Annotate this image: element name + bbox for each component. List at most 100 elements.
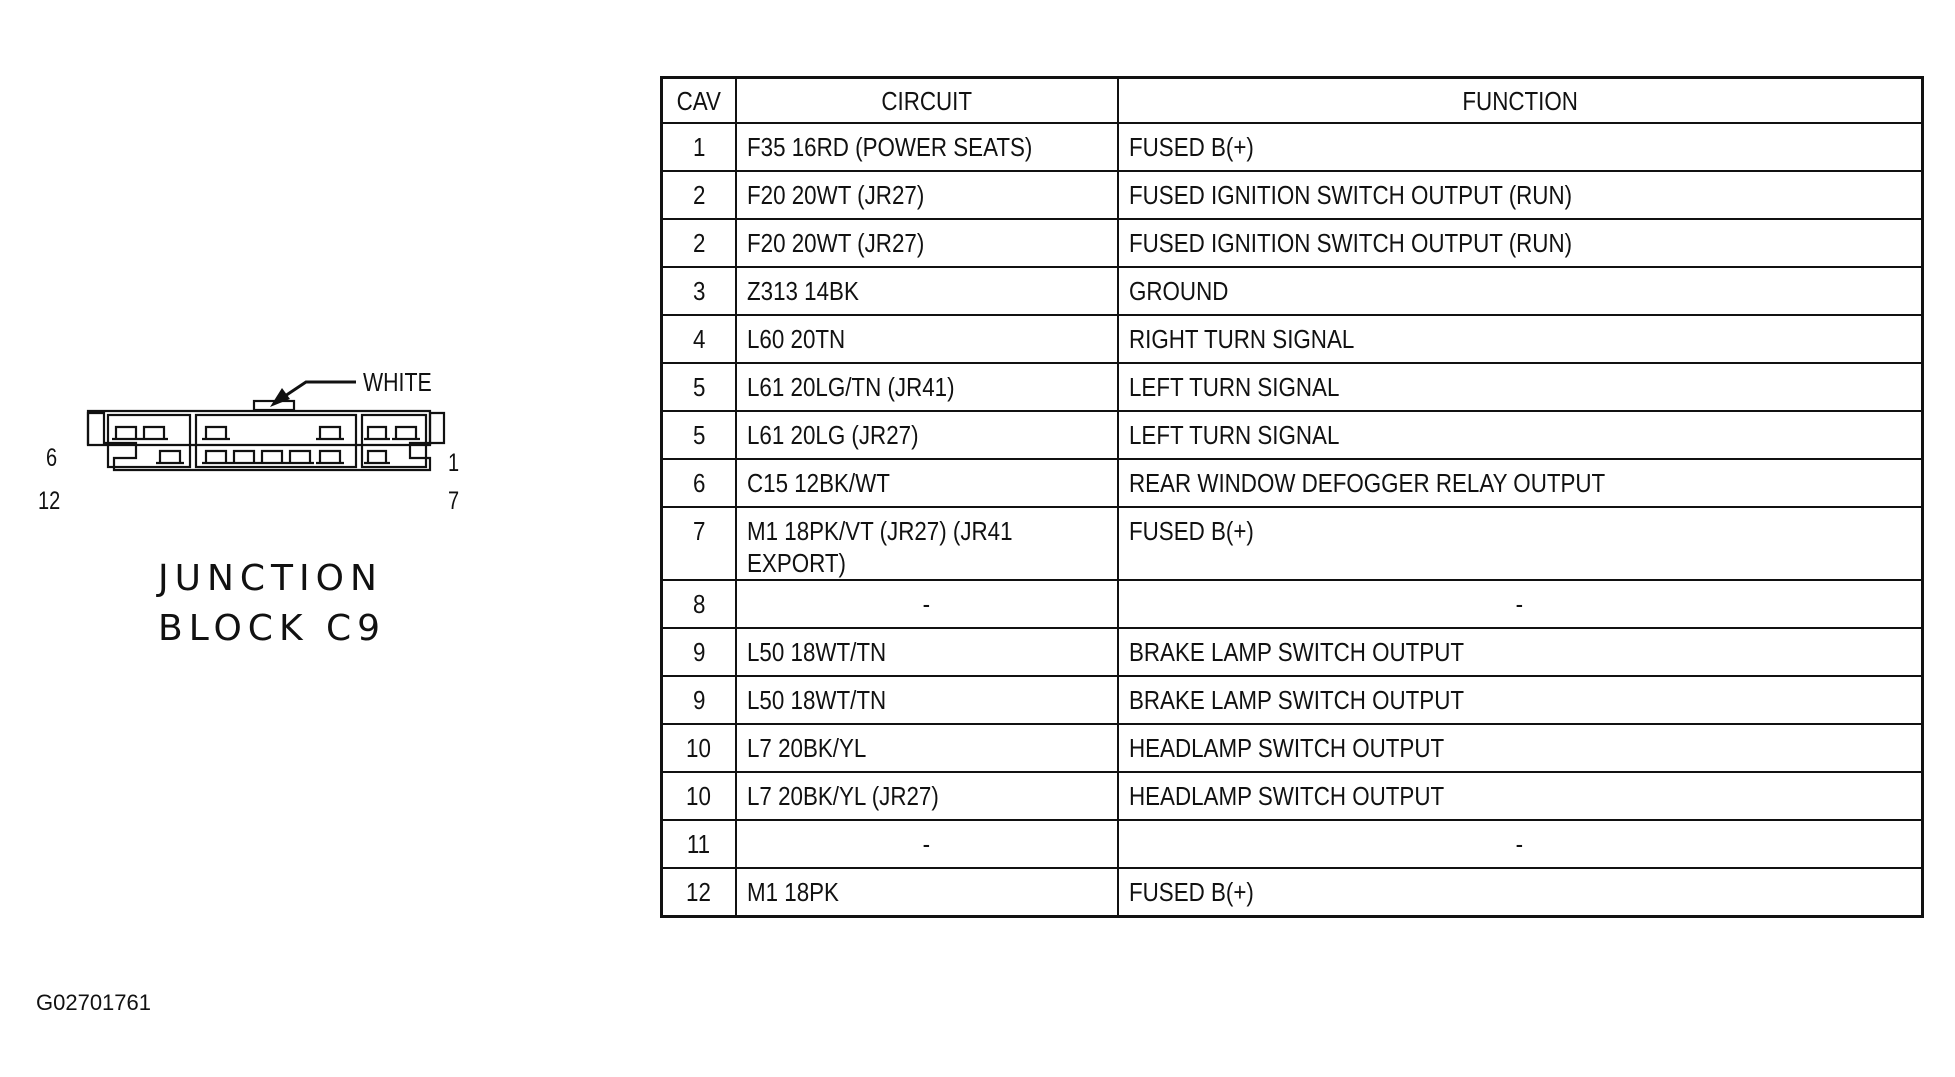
function-cell: FUSED IGNITION SWITCH OUTPUT (RUN) (1116, 170, 1924, 220)
connector-title-line-1: JUNCTION (158, 558, 383, 599)
table-row: 4 L60 20TN RIGHT TURN SIGNAL (660, 314, 1924, 364)
function-cell-text: RIGHT TURN SIGNAL (1128, 324, 1354, 354)
circuit-cell: L61 20LG (JR27) (734, 410, 1119, 460)
circuit-cell: Z313 14BK (734, 266, 1119, 316)
circuit-cell: L7 20BK/YL (JR27) (734, 771, 1119, 821)
cav-cell-text: 7 (692, 516, 705, 546)
cav-cell: 3 (660, 266, 737, 316)
cav-cell: 4 (660, 314, 737, 364)
cav-cell-text: 5 (692, 420, 705, 450)
circuit-cell: M1 18PK/VT (JR27) (JR41 EXPORT) (734, 506, 1119, 581)
table-row: 5 L61 20LG/TN (JR41) LEFT TURN SIGNAL (660, 362, 1924, 412)
function-cell: HEADLAMP SWITCH OUTPUT (1116, 723, 1924, 773)
function-cell: FUSED B(+) (1116, 122, 1924, 172)
table-row: 1 F35 16RD (POWER SEATS) FUSED B(+) (660, 122, 1924, 172)
circuit-cell-text: M1 18PK (746, 877, 839, 907)
table-row: 3 Z313 14BK GROUND (660, 266, 1924, 316)
cav-cell-text: 4 (692, 324, 705, 354)
header-cav-text: CAV (676, 85, 721, 116)
cav-cell-text: 1 (692, 132, 705, 162)
circuit-cell: L61 20LG/TN (JR41) (734, 362, 1119, 412)
bottom-row-terminals (156, 449, 390, 465)
circuit-cell-text: M1 18PK/VT (JR27) (JR41 EXPORT) (746, 516, 1013, 578)
connector-title: JUNCTION BLOCK C9 (158, 554, 386, 654)
circuit-cell: - (734, 579, 1119, 629)
circuit-cell: F20 20WT (JR27) (734, 218, 1119, 268)
function-cell-text: GROUND (1128, 276, 1228, 306)
function-cell-text: - (1516, 829, 1524, 859)
right-cell-group (360, 413, 428, 469)
circuit-cell: L50 18WT/TN (734, 675, 1119, 725)
function-cell: FUSED B(+) (1116, 867, 1924, 917)
cav-cell: 5 (660, 410, 737, 460)
top-row-terminals (112, 425, 420, 441)
circuit-cell: F20 20WT (JR27) (734, 170, 1119, 220)
cav-cell: 11 (660, 819, 737, 869)
function-cell-text: BRAKE LAMP SWITCH OUTPUT (1128, 685, 1464, 715)
circuit-cell-text: L61 20LG (JR27) (746, 420, 919, 450)
header-circuit-text: CIRCUIT (881, 85, 972, 116)
circuit-cell-text: F20 20WT (JR27) (746, 228, 924, 258)
circuit-cell: L60 20TN (734, 314, 1119, 364)
header-cav: CAV (660, 76, 737, 124)
table-row: 9 L50 18WT/TN BRAKE LAMP SWITCH OUTPUT (660, 675, 1924, 725)
function-cell-text: BRAKE LAMP SWITCH OUTPUT (1128, 637, 1464, 667)
function-cell-text: FUSED B(+) (1128, 132, 1254, 162)
table-row: 2 F20 20WT (JR27) FUSED IGNITION SWITCH OU… (660, 170, 1924, 220)
function-cell: HEADLAMP SWITCH OUTPUT (1116, 771, 1924, 821)
circuit-cell-text: L61 20LG/TN (JR41) (746, 372, 955, 402)
cav-cell-text: 2 (692, 180, 705, 210)
cav-cell: 9 (660, 627, 737, 677)
circuit-cell-text: L50 18WT/TN (746, 685, 886, 715)
cav-cell-text: 10 (686, 781, 712, 811)
function-cell: BRAKE LAMP SWITCH OUTPUT (1116, 675, 1924, 725)
pin-label-12: 12 (38, 487, 61, 515)
function-cell: LEFT TURN SIGNAL (1116, 362, 1924, 412)
cav-cell-text: 5 (692, 372, 705, 402)
circuit-cell-text: L7 20BK/YL (746, 733, 866, 763)
table-row: 11-- (660, 819, 1924, 869)
circuit-cell-text: L50 18WT/TN (746, 637, 886, 667)
function-cell: FUSED IGNITION SWITCH OUTPUT (RUN) (1116, 218, 1924, 268)
function-cell-text: FUSED B(+) (1128, 877, 1254, 907)
connector-face-diagram (86, 380, 446, 472)
header-function: FUNCTION (1116, 76, 1924, 124)
circuit-cell-text: F35 16RD (POWER SEATS) (746, 132, 1032, 162)
cav-cell: 2 (660, 218, 737, 268)
cav-cell-text: 9 (692, 637, 705, 667)
cav-cell: 2 (660, 170, 737, 220)
circuit-cell: M1 18PK (734, 867, 1119, 917)
function-cell-text: LEFT TURN SIGNAL (1128, 372, 1339, 402)
table-row: 2 F20 20WT (JR27) FUSED IGNITION SWITCH OU… (660, 218, 1924, 268)
function-cell: - (1116, 819, 1924, 869)
table-row: 8-- (660, 579, 1924, 629)
function-cell-text: FUSED IGNITION SWITCH OUTPUT (RUN) (1128, 180, 1572, 210)
function-cell: FUSED B(+) (1116, 506, 1924, 581)
function-cell-text: REAR WINDOW DEFOGGER RELAY OUTPUT (1128, 468, 1605, 498)
cav-cell: 6 (660, 458, 737, 508)
cav-cell-text: 12 (686, 877, 712, 907)
cav-cell: 5 (660, 362, 737, 412)
center-cell-group (194, 413, 358, 469)
arrow-head-icon (270, 388, 290, 407)
circuit-cell: L50 18WT/TN (734, 627, 1119, 677)
cav-cell: 12 (660, 867, 737, 917)
white-marker-label: WHITE (363, 367, 432, 397)
circuit-cell-text: Z313 14BK (746, 276, 859, 306)
table-row: 12 M1 18PK FUSED B(+) (660, 867, 1924, 917)
pinout-table: CAV CIRCUIT FUNCTION 1 F35 16RD (POWER SE… (660, 76, 1924, 918)
cav-cell-text: 2 (692, 228, 705, 258)
table-row: 5 L61 20LG (JR27) LEFT TURN SIGNAL (660, 410, 1924, 460)
cav-cell-text: 11 (687, 829, 711, 859)
cav-cell: 10 (660, 723, 737, 773)
function-cell: LEFT TURN SIGNAL (1116, 410, 1924, 460)
circuit-cell-text: L60 20TN (746, 324, 845, 354)
cav-cell: 1 (660, 122, 737, 172)
cav-cell: 9 (660, 675, 737, 725)
circuit-cell-text: - (922, 589, 931, 619)
function-cell: GROUND (1116, 266, 1924, 316)
function-cell-text: - (1516, 589, 1524, 619)
connector-outline (86, 411, 446, 472)
circuit-cell: L7 20BK/YL (734, 723, 1119, 773)
